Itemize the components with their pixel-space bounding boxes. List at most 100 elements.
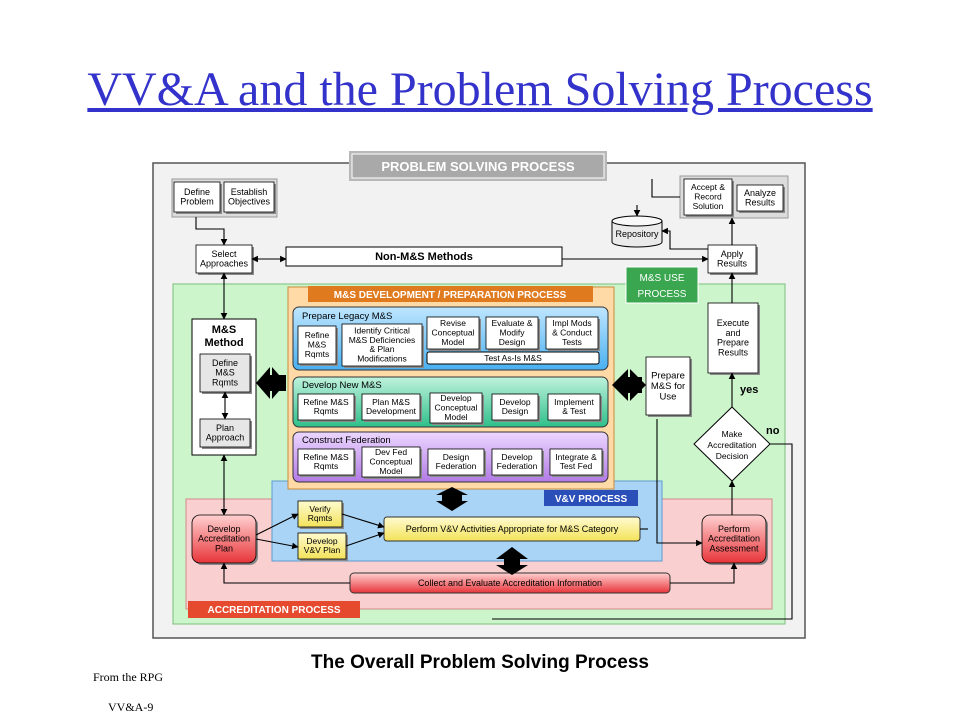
box-text-line: Solution — [693, 201, 724, 211]
box-text-line: Identify Critical — [354, 326, 410, 336]
box-text-line: Prepare — [651, 370, 685, 381]
box-text-line: Problem — [180, 197, 214, 207]
no-label: no — [766, 425, 780, 437]
box-text-line: Implement — [554, 397, 594, 407]
box-text-line: Rqmts — [314, 406, 339, 416]
box-text-line: M&S for — [651, 381, 685, 392]
box-text-line: Assessment — [709, 544, 759, 554]
decision-line-1: Make — [722, 429, 743, 439]
box-text-line: Refine M&S — [303, 452, 349, 462]
fed-integrate-box: Integrate &Test Fed — [549, 448, 604, 477]
box-text-line: Rqmts — [308, 513, 333, 523]
box-text-line: Development — [366, 406, 417, 416]
box-text-line: Accreditation — [708, 534, 760, 544]
box-text-line: Rqmts — [212, 378, 239, 388]
box-text-line: Prepare — [717, 338, 749, 348]
box-text-line: Perform — [718, 524, 750, 534]
decision-line-2: Accreditation — [707, 440, 756, 450]
box-text-line: Define — [184, 187, 210, 197]
box-text-line: Conceptual — [434, 403, 477, 413]
box-text-line: Develop — [207, 524, 240, 534]
box-text-line: Establish — [231, 187, 268, 197]
problem-solving-header: PROBLEM SOLVING PROCESS — [381, 159, 575, 174]
block-arrows — [256, 367, 646, 575]
box-text-line: Results — [745, 198, 776, 208]
ms-use-header-2: PROCESS — [638, 289, 687, 300]
legacy-test-box — [426, 351, 600, 365]
box-text-line: Integrate & — [555, 452, 597, 462]
box-text-line: Conceptual — [369, 457, 412, 467]
ms-method-title-1: M&S — [212, 324, 236, 336]
box-text-line: Test Fed — [560, 461, 593, 471]
repository-cylinder: Repository — [611, 215, 663, 248]
accreditation-decision-diamond: Make Accreditation Decision — [693, 406, 771, 482]
new-implement-box: Implement& Test — [547, 393, 602, 422]
box-text-line: Verify — [309, 504, 331, 514]
box-text-line: Evaluate & — [491, 318, 532, 328]
decision-line-3: Decision — [716, 451, 749, 461]
box-text-line: Tests — [562, 337, 582, 347]
box-text-line: Design — [499, 337, 526, 347]
box-text-line: Rqmts — [314, 461, 339, 471]
yes-label: yes — [740, 384, 758, 396]
accreditation-header-box — [188, 601, 360, 618]
box-text-line: Model — [379, 466, 402, 476]
box-text-line: Refine M&S — [303, 397, 349, 407]
box-text-line: Model — [441, 337, 464, 347]
box-text-line: Accreditation — [198, 534, 250, 544]
box-text-line: Define — [212, 358, 238, 368]
box-text-line: Federation — [497, 461, 538, 471]
collect-evaluate-label: Collect and Evaluate Accreditation Infor… — [418, 578, 602, 588]
box-text-line: Plan — [216, 423, 234, 433]
box-text-line: & Plan — [369, 344, 394, 354]
legacy-test-label: Test As-Is M&S — [484, 353, 542, 363]
ms-use-header-box — [625, 266, 699, 304]
box-text-line: Modify — [499, 328, 525, 338]
new-ms-label: Develop New M&S — [302, 380, 382, 391]
box-text-line: Plan M&S — [372, 397, 410, 407]
box-text-line: Revise — [440, 318, 466, 328]
box-text-line: Plan — [215, 544, 233, 554]
box-text-line: Impl Mods — [552, 318, 591, 328]
box-text-line: Approaches — [200, 259, 249, 269]
box-text-line: V&V Plan — [304, 545, 341, 555]
box-text-line: Results — [717, 259, 748, 269]
box-text-line: Develop — [306, 536, 337, 546]
ms-dev-header: M&S DEVELOPMENT / PREPARATION PROCESS — [334, 290, 567, 301]
figure-caption: The Overall Problem Solving Process — [311, 652, 649, 673]
ms-dev-header-box — [308, 286, 593, 302]
box-text-line: M&S — [308, 340, 327, 350]
box-text-line: Refine — [305, 330, 330, 340]
box-text-line: Rqmts — [305, 349, 330, 359]
box-text-line: Develop — [501, 452, 532, 462]
vv-header-box — [544, 490, 638, 506]
box-text-line: Results — [718, 348, 749, 358]
box-text-line: Record — [694, 192, 722, 202]
perform-vv-label: Perform V&V Activities Appropriate for M… — [406, 524, 619, 534]
connectors — [195, 179, 793, 620]
box-text-line: and — [725, 328, 740, 338]
box-text-line: Accept & — [691, 182, 725, 192]
federation-label: Construct Federation — [302, 435, 391, 446]
